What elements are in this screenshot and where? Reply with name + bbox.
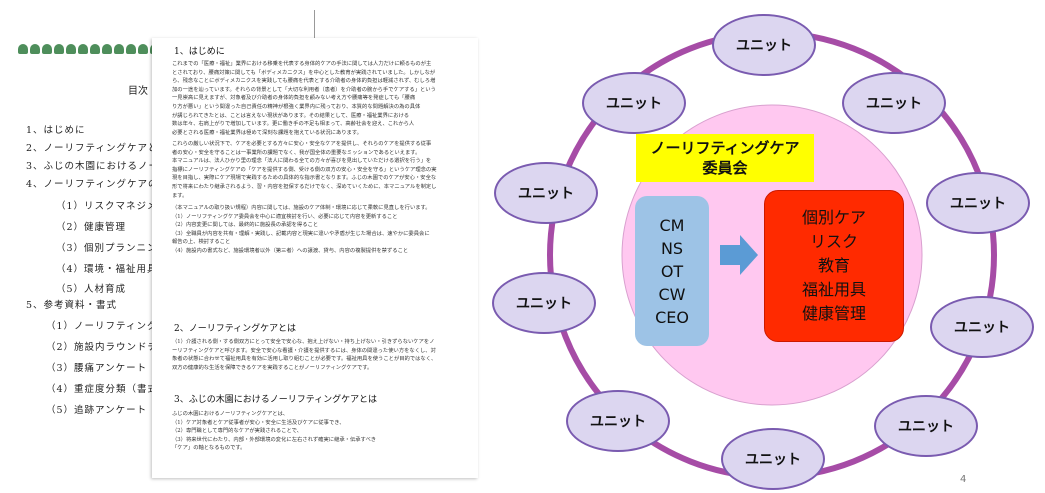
text-line: が講じられてきたとは、ことは言えない現状があります。その結果として、医療・福祉業… (172, 112, 410, 119)
toc-item: 4、ノーリフティングケアの５本 (26, 179, 180, 190)
toc-item: 5、参考資料・書式 (26, 300, 118, 311)
toc-item: （4）環境・福祉用具 (56, 264, 158, 275)
text-line: 指標にノーリフティングケアの「ケアを提供する側、受ける側の双方の安心・安全を守る… (172, 166, 437, 173)
toc-item: 2、ノーリフティングケアとは (26, 143, 169, 154)
section1-paragraph3: （本マニュアルの取り扱い規程）内容に関しては、施設のケア体制・環境に応じて柔軟に… (172, 204, 464, 256)
unit-node: ユニット (930, 296, 1034, 358)
section3-paragraph: ふじの木園におけるノーリフティングケアとは、 （1）ケア対象者とケア従事者が安心… (172, 410, 464, 453)
text-line: 現を目指し、実際にケア現場で実践するための具体的な指示書となります。ふじの木園で… (172, 175, 437, 182)
text-line: （2）内容変更に関しては、最終的に施設長の承認を得ること (172, 222, 319, 229)
toc-item: （3）個別プランニング (56, 243, 169, 254)
unit-node: ユニット (721, 428, 825, 490)
text-line: 必要とされる医療・福祉業界は極めて深刻な課題を抱えている状況にあります。 (172, 129, 362, 136)
committee-title-line1: ノーリフティングケア (650, 139, 800, 157)
text-line: これらの厳しい状況下で、ケアを必要とする方々に安心・安全なケアを提供し、それらの… (172, 141, 432, 147)
text-line: 者の安心・安全を守ることは一事業所の課題でなく、我が国全体の重要なミッションであ… (172, 149, 421, 156)
focus-area-label: 個別ケア (801, 208, 866, 227)
text-line: （本マニュアルの取り扱い規程）内容に関しては、施設のケア体制・環境に応じて柔軟に… (172, 205, 431, 211)
text-line: （4）施設内の書式など、施設環境者以外（第三者）への譲渡、貸与、内容の複製提供を… (172, 247, 409, 254)
text-line: 形で将来にわたり継承されるよう、習・内容を担保するだけでなく、深めていくために、… (172, 183, 437, 190)
unit-node: ユニット (842, 72, 946, 134)
unit-node: ユニット (566, 390, 670, 452)
text-line: （1）ノーリフティングケア委員会を中心に適宜検討を行い、必要に応じて内容を更新す… (172, 213, 398, 220)
focus-areas-box: 個別ケア リスク 教育 福祉用具 健康管理 (764, 190, 904, 342)
section1-paragraph1: これまでの「医療・福祉」業界における移乗を代表する身体的ケアの手法に関しては人力… (172, 60, 464, 137)
page-edge-line (314, 10, 315, 50)
text-line: （1）介護される側・する側双方にとって安全で安心な、抱え上げない・持ち上げない・… (172, 339, 435, 345)
unit-node: ユニット (712, 14, 816, 76)
role-label: CM (659, 215, 685, 235)
organization-diagram: ユニット ユニット ユニット ユニット ユニット ユニット ユニット ユニット … (488, 0, 1045, 493)
focus-area-label: リスク (809, 232, 858, 251)
unit-node: ユニット (926, 172, 1030, 234)
section2-paragraph: （1）介護される側・する側双方にとって安全で安心な、抱え上げない・持ち上げない・… (172, 338, 464, 372)
text-line: ふじの木園におけるノーリフティングケアとは、 (172, 411, 289, 417)
toc-item: （5）追跡アンケート（書式 (46, 405, 179, 416)
toc-item: （2）施設内ラウンドチェック (46, 342, 190, 353)
role-label: CW (658, 284, 686, 304)
section-heading: 2、ノーリフティングケアとは (174, 324, 297, 334)
unit-node: ユニット (494, 162, 598, 224)
focus-area-label: 福祉用具 (801, 280, 866, 299)
text-line: 一見崇高に見えますが、対象者及び介助者の身体的負担を顧みない考え方や腰痛等を発症… (172, 95, 416, 102)
toc-item: （5）人材育成 (56, 284, 127, 295)
text-line: 本マニュアルは、法人ひかり里の理念「法人に関わる全ての方々が喜びを見出していただ… (172, 158, 432, 165)
toc-item: 3、ふじの木園におけるノーリフ (26, 161, 181, 172)
text-line: 双方の健康的な生活を保障できるケアを実践することがノーリフティングケアです。 (172, 364, 373, 371)
toc-item: （4）重症度分類（書式Ⅲ） (46, 384, 179, 395)
text-line: これまでの「医療・福祉」業界における移乗を代表する身体的ケアの手法に関しては人力… (172, 61, 432, 67)
toc-item: （2）健康管理 (56, 222, 127, 233)
focus-area-label: 健康管理 (801, 304, 866, 323)
right-arrow-icon (720, 235, 758, 275)
text-line: （2）専門職として専門的なケアが実践されることで、 (172, 428, 302, 435)
text-line: とされており、腰痛対策に関しても「ボディメカニクス」を中心とした教育が実践されて… (172, 69, 436, 76)
text-line: ら、残念なことにボディメカニクスを実践しても腰痛を代表とする介助者の身体的負担は… (172, 78, 436, 85)
text-line: り方が悪い」という間違った自己責任の精神が根強く業界内に残っており、本質的な問題… (172, 103, 421, 110)
section1-paragraph2: これらの厳しい状況下で、ケアを必要とする方々に安心・安全なケアを提供し、それらの… (172, 140, 464, 200)
text-line: 象者の状態に合わせて福祉用具を有効に活用し取り組むことが必要です。福祉用具を使う… (172, 356, 437, 363)
toc-item: （1）リスクマネジメント (56, 201, 179, 212)
section-heading: 3、ふじの木園におけるノーリフティングケアとは (174, 395, 378, 405)
role-label: NS (660, 238, 684, 258)
unit-node: ユニット (492, 272, 596, 334)
text-line: 報告の上、検討すること (172, 239, 231, 246)
committee-title: ノーリフティングケア 委員会 (636, 134, 814, 182)
unit-node: ユニット (874, 395, 978, 457)
text-line: 加の一途を辿っています。それらの背景として「大切な利用者（患者）を介助者の腕から… (172, 86, 436, 93)
toc-item: （3）腰痛アンケート（書式Ⅰ (46, 363, 184, 374)
unit-node: ユニット (582, 72, 686, 134)
text-line: ーリフティングケアと呼びます。安全で安心な看護・介護を提供するには、身体の間違っ… (172, 347, 436, 354)
text-line: 「ケア」の軸となるものです。 (172, 445, 246, 452)
toc-item: （1）ノーリフティングケア (46, 321, 179, 332)
text-line: （1）ケア対象者とケア従事者が安心・安全に生活及びケアに従事でき、 (172, 419, 345, 426)
roles-box: CM NS OT CW CEO (635, 196, 709, 346)
role-label: OT (660, 261, 684, 281)
text-line: 数は年々、右肩上がりで増加しています。更に働き手の不足も相まって、高齢社会を迎え… (172, 121, 415, 128)
toc-item: 1、はじめに (26, 125, 86, 136)
text-line: （3）将来世代にわたり、内部・外部環境の変化に左右されず確実に継承・伝承すべき (172, 436, 377, 443)
section-heading: 1、はじめに (174, 47, 225, 57)
focus-area-label: 教育 (817, 256, 850, 275)
document-page: 1、はじめに これまでの「医療・福祉」業界における移乗を代表する身体的ケアの手法… (152, 38, 478, 478)
slide-page-number: 4 (960, 474, 967, 485)
text-line: （3）全職員が内容を共有・理解・実践し、記載内容と現実に違いや矛盾が生じた場合は… (172, 230, 430, 237)
role-label: CEO (655, 307, 689, 327)
committee-title-line2: 委員会 (702, 159, 748, 177)
text-line: ます。 (172, 192, 188, 199)
toc-title: 目次 (128, 86, 148, 97)
